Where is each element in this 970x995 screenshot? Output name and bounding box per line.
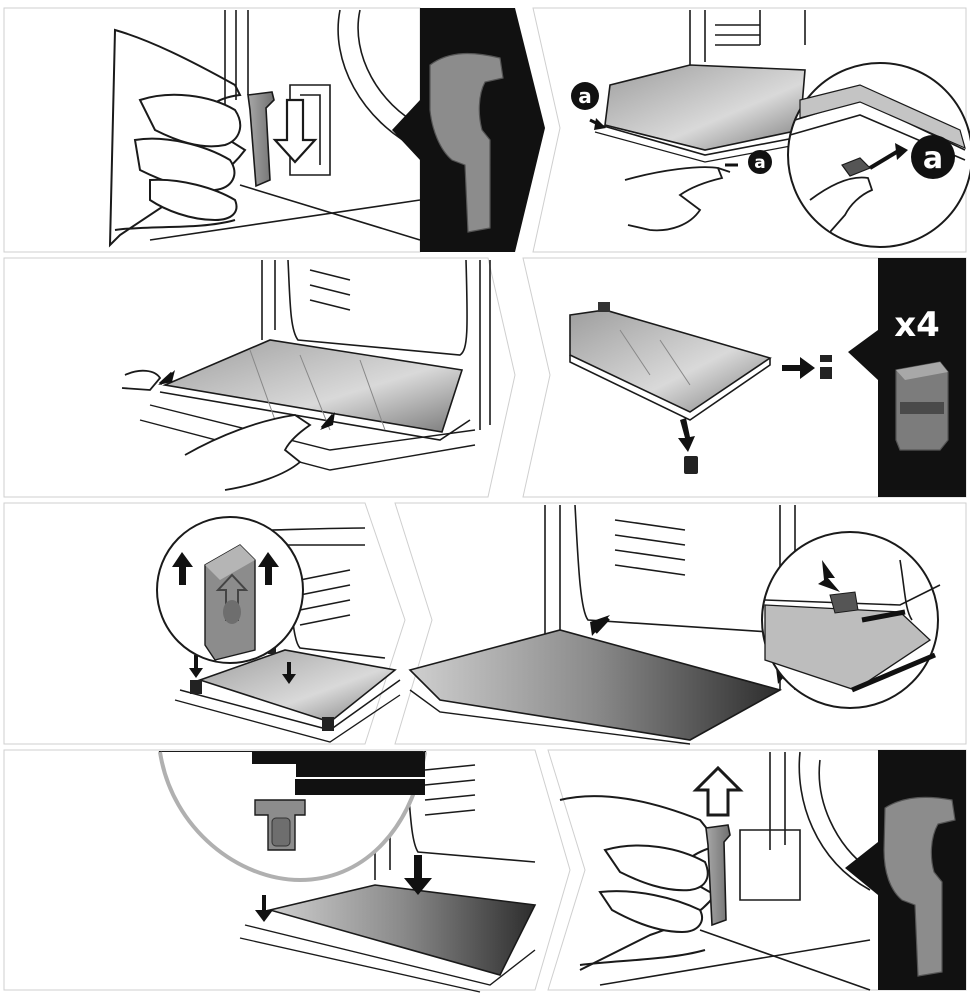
callout-a-label: a [923, 141, 943, 176]
magnify-circle-icon: a [787, 62, 970, 248]
hand-icon [108, 28, 247, 248]
clip-icon [705, 824, 731, 927]
callout-a-label: a [578, 84, 592, 108]
hand-icon [121, 369, 312, 491]
arrow-down-icon [678, 418, 695, 452]
arrow-down-icon [272, 98, 318, 164]
clip-icon [817, 355, 835, 379]
glass-pane-icon [408, 629, 783, 745]
hand-icon [624, 166, 731, 232]
arrow-up-icon [158, 370, 335, 430]
step-2-panel: a a a [532, 7, 970, 253]
arrow-up-icon [692, 765, 744, 817]
step-7-panel [3, 749, 571, 993]
callout-a-label: a [754, 153, 765, 173]
arrow-up-icon [172, 552, 279, 585]
oven-door-icon [261, 259, 491, 430]
black-band [392, 8, 545, 252]
magnify-circle-icon [158, 751, 427, 883]
clip-icon [254, 799, 306, 851]
callout-a-left: a [571, 82, 606, 130]
glass-pane-icon [174, 646, 401, 743]
clip-icon [684, 456, 698, 474]
hand-icon [559, 795, 722, 971]
callout-a-middle: a [725, 150, 772, 174]
clip-icon [883, 796, 956, 977]
clip-icon [895, 361, 949, 451]
oven-door-icon [689, 10, 806, 70]
arrow-down-icon [189, 655, 296, 684]
glass-pane-icon [239, 884, 537, 993]
black-band [845, 750, 966, 990]
clip-icon [429, 52, 504, 233]
quantity-label: x4 [894, 305, 940, 345]
black-band: x4 [848, 258, 966, 497]
magnify-circle-icon [156, 516, 304, 664]
arrow-right-icon [782, 357, 815, 379]
arrow-down-icon [255, 855, 432, 922]
step-8-panel [547, 749, 967, 991]
clip-icon [247, 91, 275, 188]
glass-pane-icon [139, 339, 476, 471]
step-4-panel: x4 [522, 257, 967, 498]
arrow-down-icon [818, 560, 840, 592]
magnify-circle-icon [761, 531, 941, 709]
step-1-panel [3, 7, 545, 253]
glass-pane-icon [569, 302, 772, 421]
step-6-panel [394, 502, 967, 745]
step-5-panel [3, 502, 406, 745]
step-3-panel [3, 257, 516, 498]
